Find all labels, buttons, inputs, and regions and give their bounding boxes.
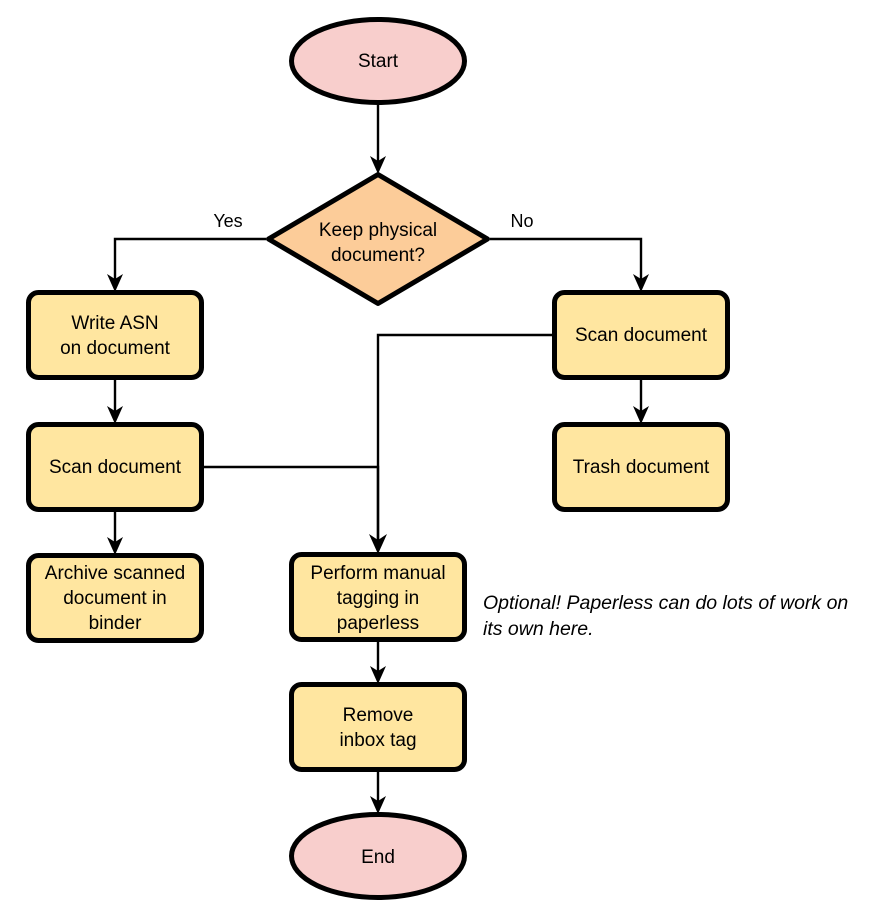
node-layer: Start Keep physical document? Write ASN … [26,17,730,900]
edge-line [490,237,643,284]
edge-scan-right-to-trash [633,380,649,424]
scan-left-label: Scan document [49,457,182,478]
edge-line [376,333,552,546]
node-write-asn-on-document[interactable]: Write ASN on document [26,290,204,380]
edge-start-to-decision [370,105,386,174]
arrow-head [107,274,123,292]
node-start[interactable]: Start [289,17,467,105]
archive-label-line3: binder [89,613,142,634]
optional-note-line2: its own here. [483,618,594,640]
edge-decision-no-to-scan-right: No [490,211,649,292]
archive-label-line2: document in [63,588,167,609]
annotation-layer: Optional! Paperless can do lots of work … [483,592,848,640]
node-trash-document[interactable]: Trash document [552,422,730,512]
remove-inbox-box[interactable] [289,682,467,772]
scan-right-label: Scan document [575,325,708,346]
tagging-label-line1: Perform manual [310,563,445,584]
arrow-head [370,666,386,684]
end-label: End [361,847,395,868]
node-scan-document-right[interactable]: Scan document [552,290,730,380]
node-scan-document-left[interactable]: Scan document [26,422,204,512]
node-decision-keep-physical-document[interactable]: Keep physical document? [266,172,490,306]
edge-decision-yes-to-write-asn: Yes [107,211,266,292]
node-end[interactable]: End [289,812,467,900]
tagging-box[interactable] [289,552,467,642]
edge-label-yes: Yes [213,211,242,231]
arrow-head [107,537,123,555]
node-archive-scanned-document-in-binder[interactable]: Archive scanned document in binder [26,553,204,643]
connector-layer: Yes No [107,105,649,814]
node-remove-inbox-tag[interactable]: Remove inbox tag [289,682,467,772]
edge-write-asn-to-scan-left [107,380,123,424]
trash-label: Trash document [573,457,710,478]
arrow-head [370,796,386,814]
archive-box[interactable] [26,553,204,643]
start-ellipse[interactable] [289,17,467,105]
node-perform-manual-tagging-in-paperless[interactable]: Perform manual tagging in paperless [289,552,467,642]
edge-label-no: No [510,211,533,231]
start-label: Start [358,51,399,72]
decision-diamond[interactable] [266,172,490,306]
end-ellipse[interactable] [289,812,467,900]
decision-label-line1: Keep physical [319,220,437,241]
arrow-head [370,156,386,174]
write-asn-label-line1: Write ASN [71,313,158,334]
edge-scan-left-to-tagging [204,465,380,546]
scan-right-box[interactable] [552,290,730,380]
arrow-head [369,534,387,554]
edge-line [204,465,380,546]
write-asn-box[interactable] [26,290,204,380]
edge-line [113,237,266,284]
tagging-label-line2: tagging in [337,588,419,609]
decision-label-line2: document? [331,245,425,266]
optional-note-line1: Optional! Paperless can do lots of work … [483,592,848,614]
edge-tagging-to-remove-inbox [370,642,386,684]
remove-inbox-label-line1: Remove [343,705,414,726]
remove-inbox-label-line2: inbox tag [339,730,416,751]
trash-box[interactable] [552,422,730,512]
write-asn-label-line2: on document [60,338,171,359]
arrow-head [107,406,123,424]
arrow-head [633,274,649,292]
edge-scan-right-to-tagging [369,333,552,554]
archive-label-line1: Archive scanned [45,563,185,584]
edge-remove-inbox-to-end [370,772,386,814]
scan-left-box[interactable] [26,422,204,512]
edge-scan-left-to-archive [107,512,123,555]
tagging-label-line3: paperless [337,613,419,634]
arrow-head [633,406,649,424]
